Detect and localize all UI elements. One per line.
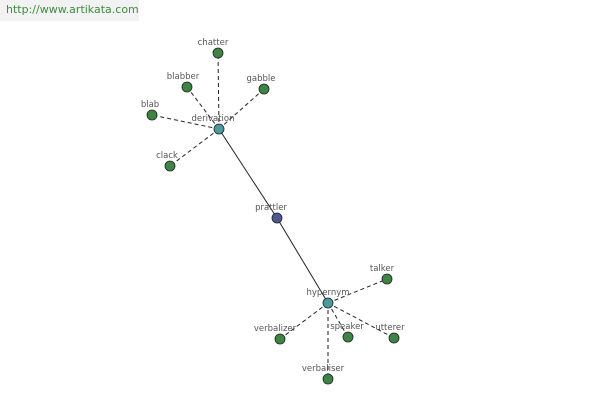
label-chatter: chatter: [198, 38, 229, 48]
label-verbalizer: verbalizer: [254, 324, 297, 334]
node-derivation[interactable]: [213, 123, 225, 135]
edge-prattler-hypernym: [276, 217, 329, 304]
node-utterer[interactable]: [388, 332, 400, 344]
label-speaker: speaker: [330, 322, 364, 332]
edge-hypernym-talker: [327, 278, 388, 304]
node-blabber[interactable]: [181, 81, 193, 93]
label-blabber: blabber: [167, 72, 200, 82]
label-prattler: prattler: [255, 203, 287, 213]
node-hypernym[interactable]: [322, 297, 334, 309]
edge-derivation-gabble: [218, 88, 265, 130]
node-gabble[interactable]: [258, 83, 270, 95]
edge-derivation-blab: [151, 114, 220, 130]
edge-prattler-derivation: [218, 128, 278, 219]
node-talker[interactable]: [381, 273, 393, 285]
node-prattler[interactable]: [271, 212, 283, 224]
label-talker: talker: [370, 264, 395, 274]
edge-derivation-clack: [169, 128, 220, 167]
edge-derivation-chatter: [217, 52, 220, 130]
label-hypernym: hypernym: [306, 288, 349, 298]
edge-hypernym-utterer: [327, 302, 395, 339]
label-utterer: utterer: [375, 323, 405, 333]
label-clack: clack: [156, 151, 178, 161]
node-verbaliser[interactable]: [322, 373, 334, 385]
nodes-layer: [146, 47, 400, 385]
node-verbalizer[interactable]: [274, 333, 286, 345]
edges-layer: [151, 52, 395, 379]
node-blab[interactable]: [146, 109, 158, 121]
label-blab: blab: [141, 100, 159, 110]
label-verbaliser: verbaliser: [302, 364, 345, 374]
label-gabble: gabble: [247, 74, 276, 84]
label-derivation: derivation: [191, 114, 234, 124]
site-url-watermark: http://www.artikata.com: [0, 0, 139, 21]
node-clack[interactable]: [164, 160, 176, 172]
node-chatter[interactable]: [212, 47, 224, 59]
labels-layer: prattler derivation hypernym chatter bla…: [141, 38, 405, 374]
edge-derivation-blabber: [186, 86, 220, 130]
node-speaker[interactable]: [342, 331, 354, 343]
edge-hypernym-verbalizer: [279, 302, 329, 340]
